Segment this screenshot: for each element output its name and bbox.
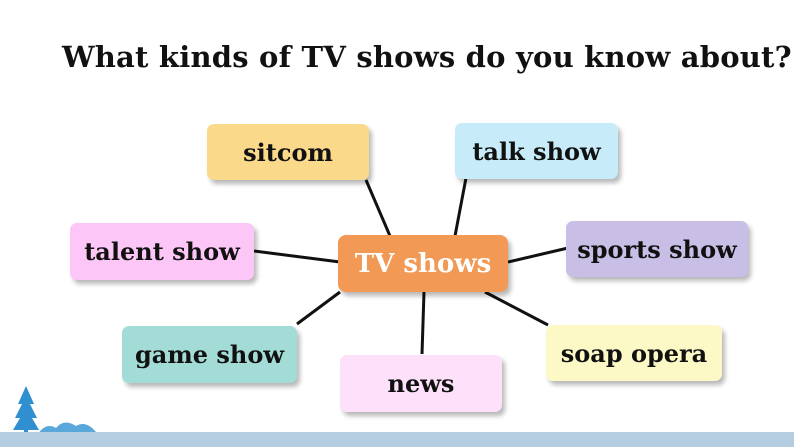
connector-sports-show: [507, 246, 569, 264]
connector-game-show: [296, 290, 341, 326]
node-label: talent show: [84, 237, 240, 266]
center-node-label: TV shows: [354, 248, 492, 279]
node-game-show: game show: [122, 326, 297, 383]
node-talk-show: talk show: [455, 123, 618, 179]
connector-talk-show: [453, 177, 468, 237]
node-sitcom: sitcom: [207, 124, 369, 180]
node-label: talk show: [472, 136, 601, 166]
node-label: game show: [135, 340, 284, 369]
connector-sitcom: [364, 179, 392, 237]
page-title: What kinds of TV shows do you know about…: [62, 40, 792, 74]
node-sports-show: sports show: [566, 221, 748, 277]
node-soap-opera: soap opera: [546, 325, 722, 381]
node-news: news: [340, 355, 502, 412]
center-node-tv-shows: TV shows: [338, 235, 508, 292]
node-label: sitcom: [243, 137, 333, 167]
tree-decoration-icon: [13, 386, 100, 434]
connector-soap-opera: [484, 290, 549, 327]
footer-bar: [0, 432, 794, 447]
connector-news: [420, 291, 426, 355]
node-talent-show: talent show: [70, 223, 254, 280]
node-label: soap opera: [560, 338, 708, 368]
node-label: sports show: [577, 234, 737, 264]
connector-talent-show: [253, 249, 341, 264]
node-label: news: [387, 369, 455, 398]
